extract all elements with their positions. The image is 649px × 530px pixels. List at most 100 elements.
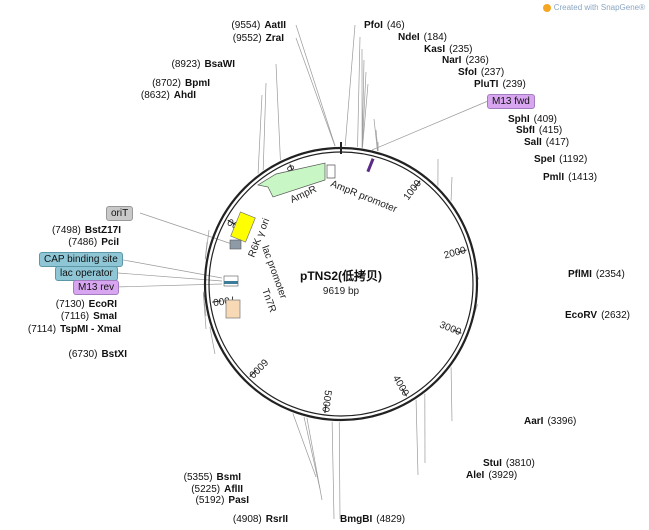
badge-lac-operator[interactable]: lac operator [55,266,118,281]
site-label: (7114)TspMI - XmaI [28,324,121,335]
ampr-promoter-arrow[interactable] [326,164,336,179]
site-position: (1192) [559,154,587,165]
site-enzyme: BsmI [217,472,242,483]
site-enzyme: NdeI [398,32,420,43]
site-spei[interactable]: SpeI (1192) [534,154,587,165]
orit-box[interactable] [229,239,242,250]
site-position: (3396) [547,416,576,427]
badge-orit[interactable]: oriT [106,206,134,221]
site-label: NarI(236) [442,55,489,66]
site-aatii[interactable]: (9554)AatII [231,20,286,31]
site-bstxi[interactable]: (6730)BstXI [69,349,128,360]
site-pasi[interactable]: (5192)PasI [196,495,250,506]
site-leader [303,416,321,490]
tick-mark [227,219,236,226]
site-zrai[interactable]: (9552)ZraI [233,33,284,44]
site-position: (8702) [152,78,181,89]
site-label: (7130)EcoRI [56,299,117,310]
site-position: (7116) [61,311,89,322]
site-bpmi[interactable]: (8702) BpmI [152,78,210,89]
site-label: (7498)BstZ17I [52,225,121,236]
site-ndei[interactable]: NdeI (184) [398,32,447,43]
site-leader [205,229,210,259]
site-rsrii[interactable]: (4908)RsrII [233,514,288,525]
site-enzyme: BstXI [101,349,127,360]
site-pcii[interactable]: (7486)PciI [68,237,119,248]
site-position: (5355) [184,472,213,483]
site-label: SphI(409) [508,114,557,125]
site-bmgbi[interactable]: BmgBI(4829) [340,514,405,525]
site-label: SfoI(237) [458,67,504,78]
site-stui[interactable]: StuI(3810) [483,458,535,469]
site-ahdi[interactable]: (8632) AhdI [141,90,196,101]
tick-mark [324,403,327,414]
site-enzyme: AhdI [174,90,196,101]
site-position: (235) [449,44,472,55]
site-position: (409) [534,114,557,125]
site-tspmi-xmai[interactable]: (7114)TspMI - XmaI [28,324,121,335]
tick-mark [401,388,408,397]
site-smai[interactable]: (7116)SmaI [61,311,117,322]
site-enzyme: BsaWI [204,59,235,70]
site-enzyme: PluTI [474,79,499,90]
site-label: SalI(417) [524,137,569,148]
site-enzyme: NarI [442,55,462,66]
site-enzyme: PflMI [568,269,592,280]
site-label: (9552)ZraI [233,33,284,44]
site-enzyme: SpeI [534,154,555,165]
site-position: (184) [424,32,447,43]
site-leader [373,118,378,151]
site-kasi[interactable]: KasI(235) [424,44,472,55]
feature-layer [223,158,375,319]
site-bstz17i[interactable]: (7498)BstZ17I [52,225,121,236]
site-enzyme: PmlI [543,172,564,183]
tick-label: 4000 [390,374,411,399]
site-position: (2354) [596,269,625,280]
badge-m13-rev[interactable]: M13 rev [73,280,120,295]
site-position: (239) [502,79,525,90]
site-sbfi[interactable]: SbfI(415) [516,125,562,136]
site-enzyme: BpmI [185,78,210,89]
site-sali[interactable]: SalI(417) [524,137,569,148]
site-bsawi[interactable]: (8923)BsaWI [172,59,236,70]
r6k-ori-box[interactable] [230,211,256,243]
lac-operator-box[interactable] [224,281,238,284]
site-aflii[interactable]: (5225)AflII [191,484,243,495]
site-enzyme: AleI [466,470,485,481]
site-alei[interactable]: AleI(3929) [466,470,517,481]
site-pluti[interactable]: PluTI(239) [474,79,526,90]
site-leader [275,63,281,161]
site-label: PluTI(239) [474,79,526,90]
site-bsmi[interactable]: (5355) BsmI [184,472,242,483]
badge-cap-binding-site[interactable]: CAP binding site [39,252,123,267]
site-position: (4829) [376,514,405,525]
site-pfoi[interactable]: PfoI(46) [364,20,405,31]
tick-label: 6000 [246,356,270,380]
site-leader [257,94,263,174]
feature-label-ampr-promoter: AmpR promoter [329,179,399,216]
site-position: (1413) [568,172,597,183]
site-label: AleI(3929) [466,470,517,481]
site-position: (5192) [196,495,225,506]
site-leader [209,326,216,355]
site-position: (9552) [233,33,262,44]
site-position: (3810) [506,458,535,469]
site-sphi[interactable]: SphI(409) [508,114,557,125]
site-label: SpeI (1192) [534,154,587,165]
site-aari[interactable]: AarI(3396) [524,416,576,427]
site-pflmi[interactable]: PflMI (2354) [568,269,625,280]
site-position: (237) [481,67,504,78]
site-leader [292,413,317,478]
site-ecori[interactable]: (7130)EcoRI [56,299,117,310]
site-nari[interactable]: NarI(236) [442,55,489,66]
site-position: (415) [539,125,562,136]
site-position: (8632) [141,90,170,101]
site-ecorv[interactable]: EcoRV(2632) [565,310,630,321]
tnr7-box[interactable] [225,299,241,319]
ampr-feature-arrow[interactable] [257,162,326,198]
site-label: (5192)PasI [196,495,250,506]
site-sfoi[interactable]: SfoI(237) [458,67,504,78]
ampr-promoter-mark[interactable] [366,158,375,173]
site-pmli[interactable]: PmlI (1413) [543,172,597,183]
badge-m13-fwd[interactable]: M13 fwd [487,94,535,109]
